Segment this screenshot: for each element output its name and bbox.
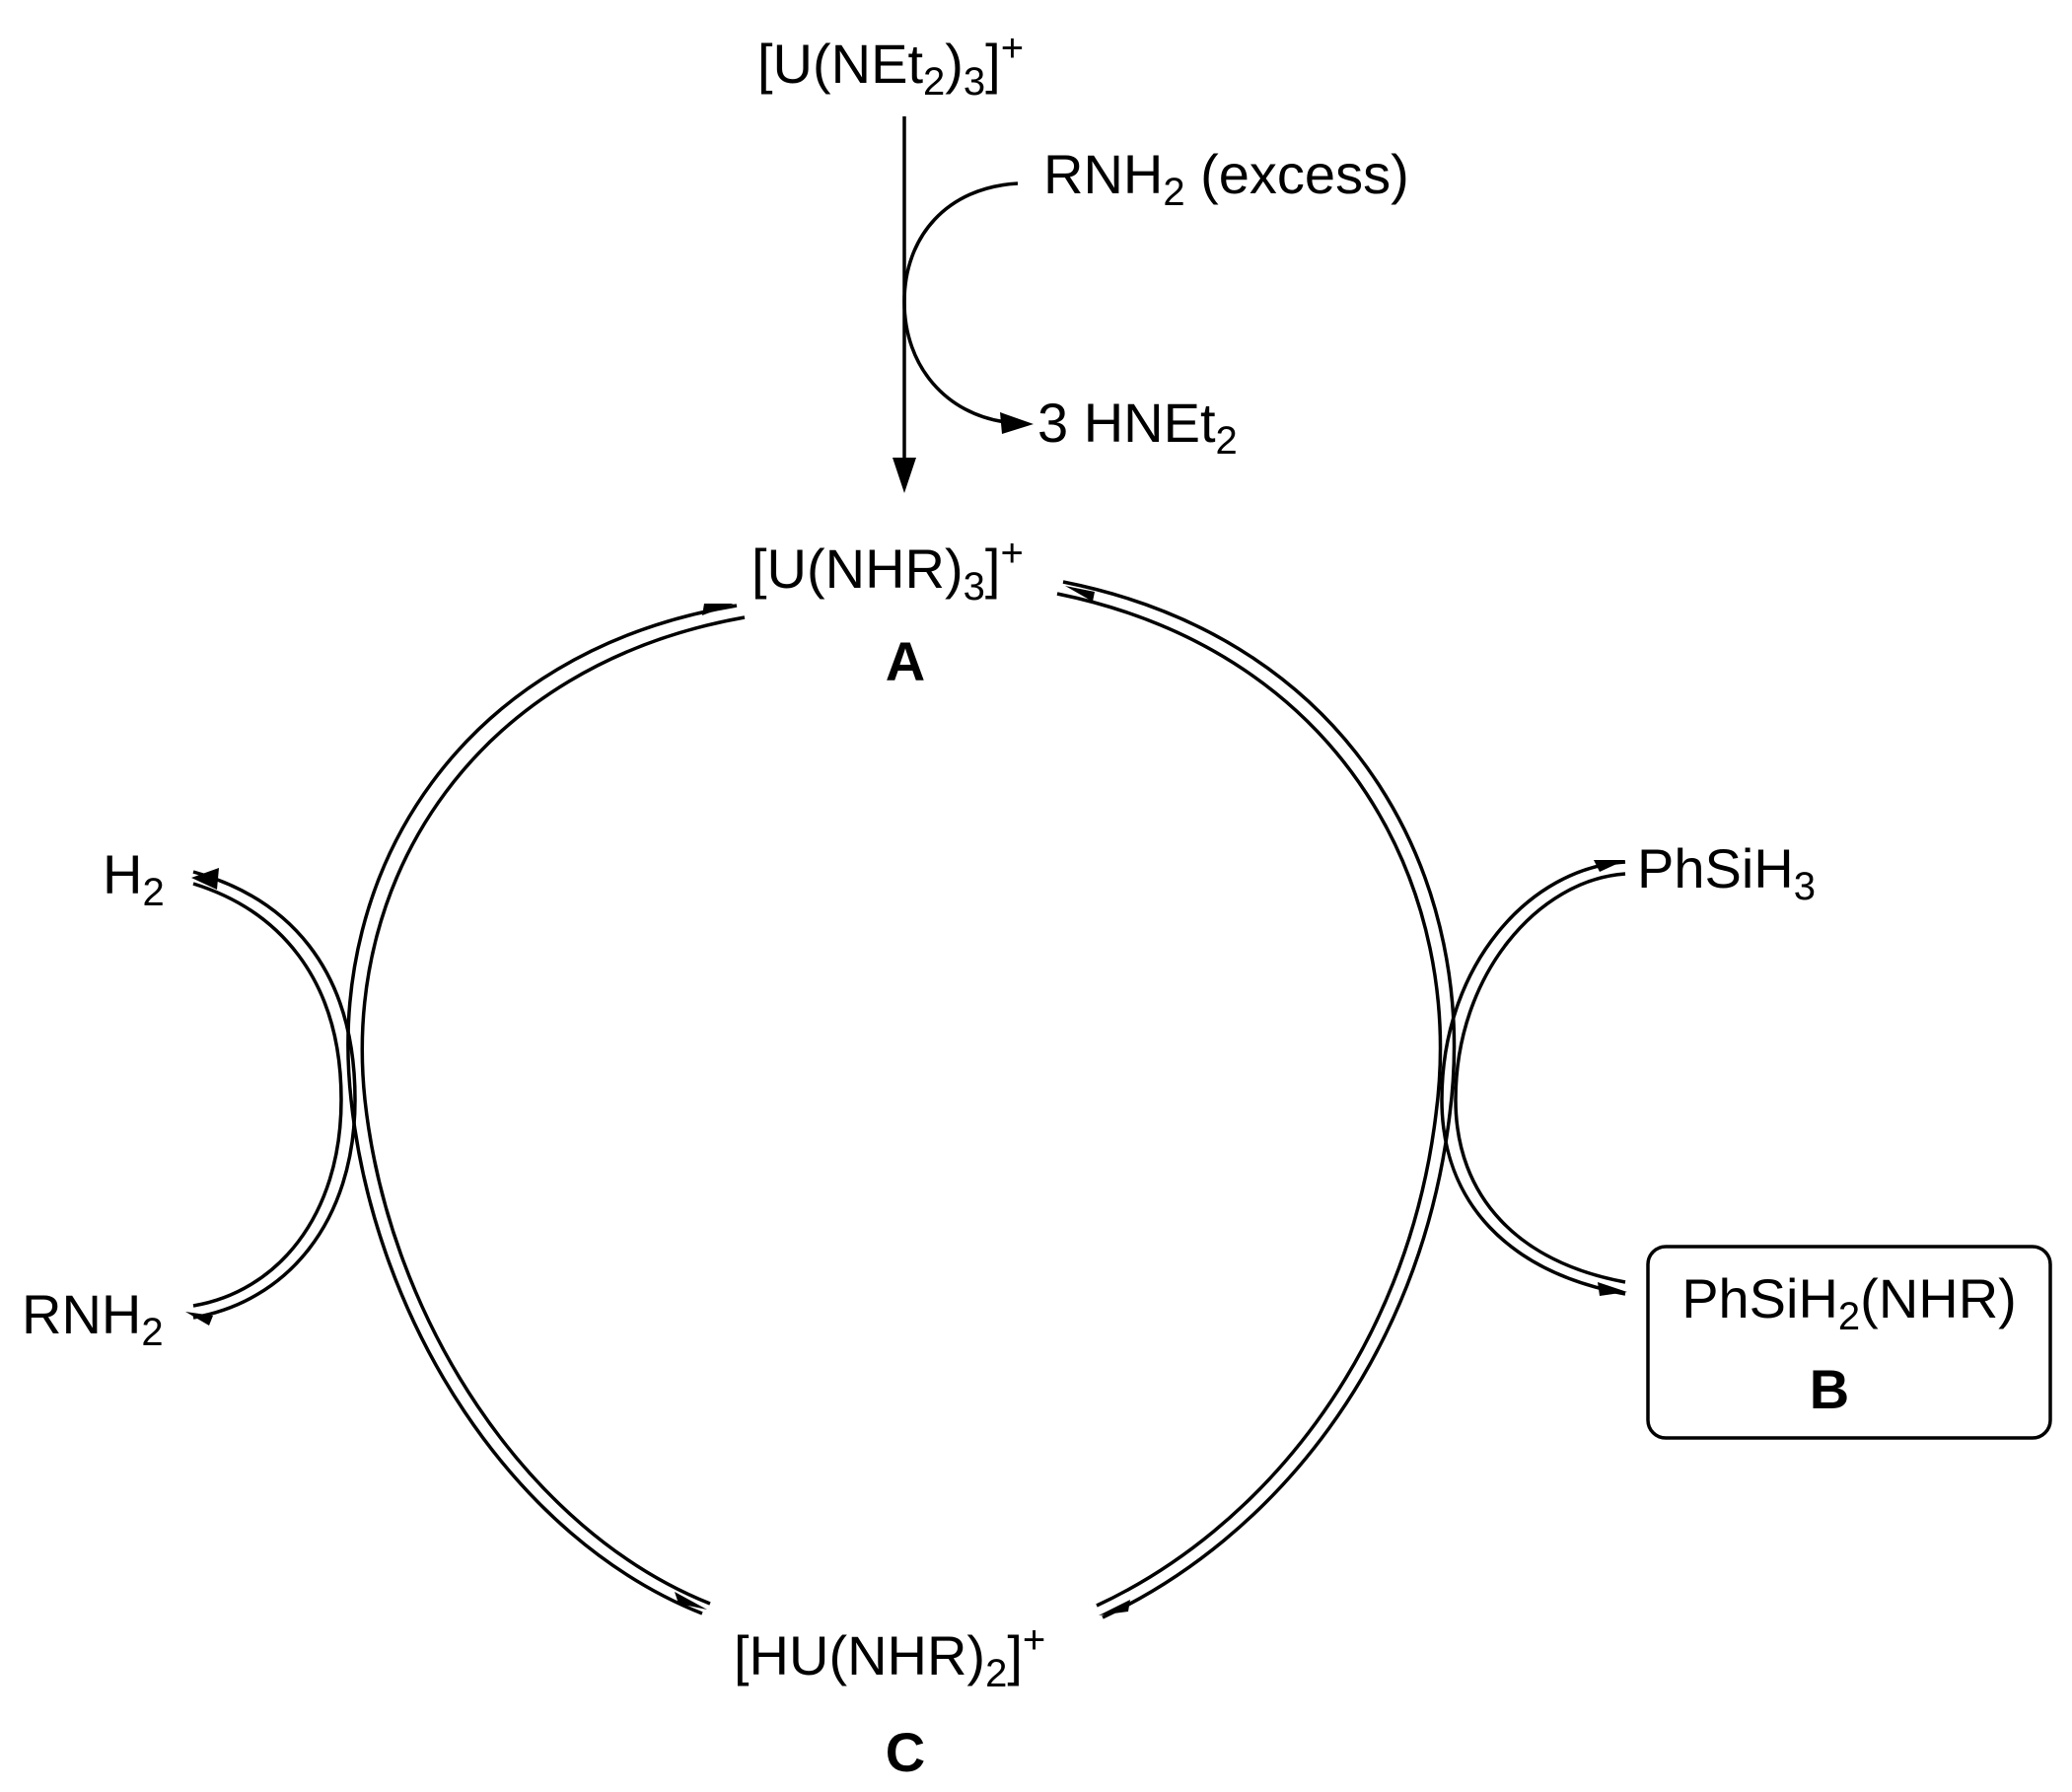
- cycle-arc-a-to-c-left: [346, 604, 746, 1615]
- species-c-formula: [HU(NHR)2]+: [734, 1618, 1045, 1695]
- species-a-formula: [U(NHR)3]+: [751, 532, 1024, 609]
- species-a-label: A: [886, 630, 925, 692]
- species-b-label: B: [1810, 1358, 1849, 1420]
- amine-formula: RNH2: [22, 1283, 164, 1354]
- product-b-box: [1646, 1245, 2052, 1440]
- cycle-arc-a-to-c-right: [1056, 580, 1457, 1619]
- byproduct-diethylamine: 3 HNEt2: [1037, 392, 1238, 463]
- phenylsilane-formula: PhSiH3: [1637, 837, 1816, 908]
- right-side-arrows: [1440, 860, 1627, 1296]
- left-side-arrows: [185, 868, 357, 1326]
- precatalyst-formula: [U(NEt2)3]+: [757, 27, 1024, 104]
- reagent-amine-excess: RNH2 (excess): [1043, 143, 1409, 214]
- species-b-formula: PhSiH2(NHR): [1681, 1267, 2017, 1338]
- amine-exchange-curved-arrow: [902, 181, 1034, 434]
- hydrogen-formula: H2: [103, 843, 165, 914]
- species-c-label: C: [886, 1721, 925, 1783]
